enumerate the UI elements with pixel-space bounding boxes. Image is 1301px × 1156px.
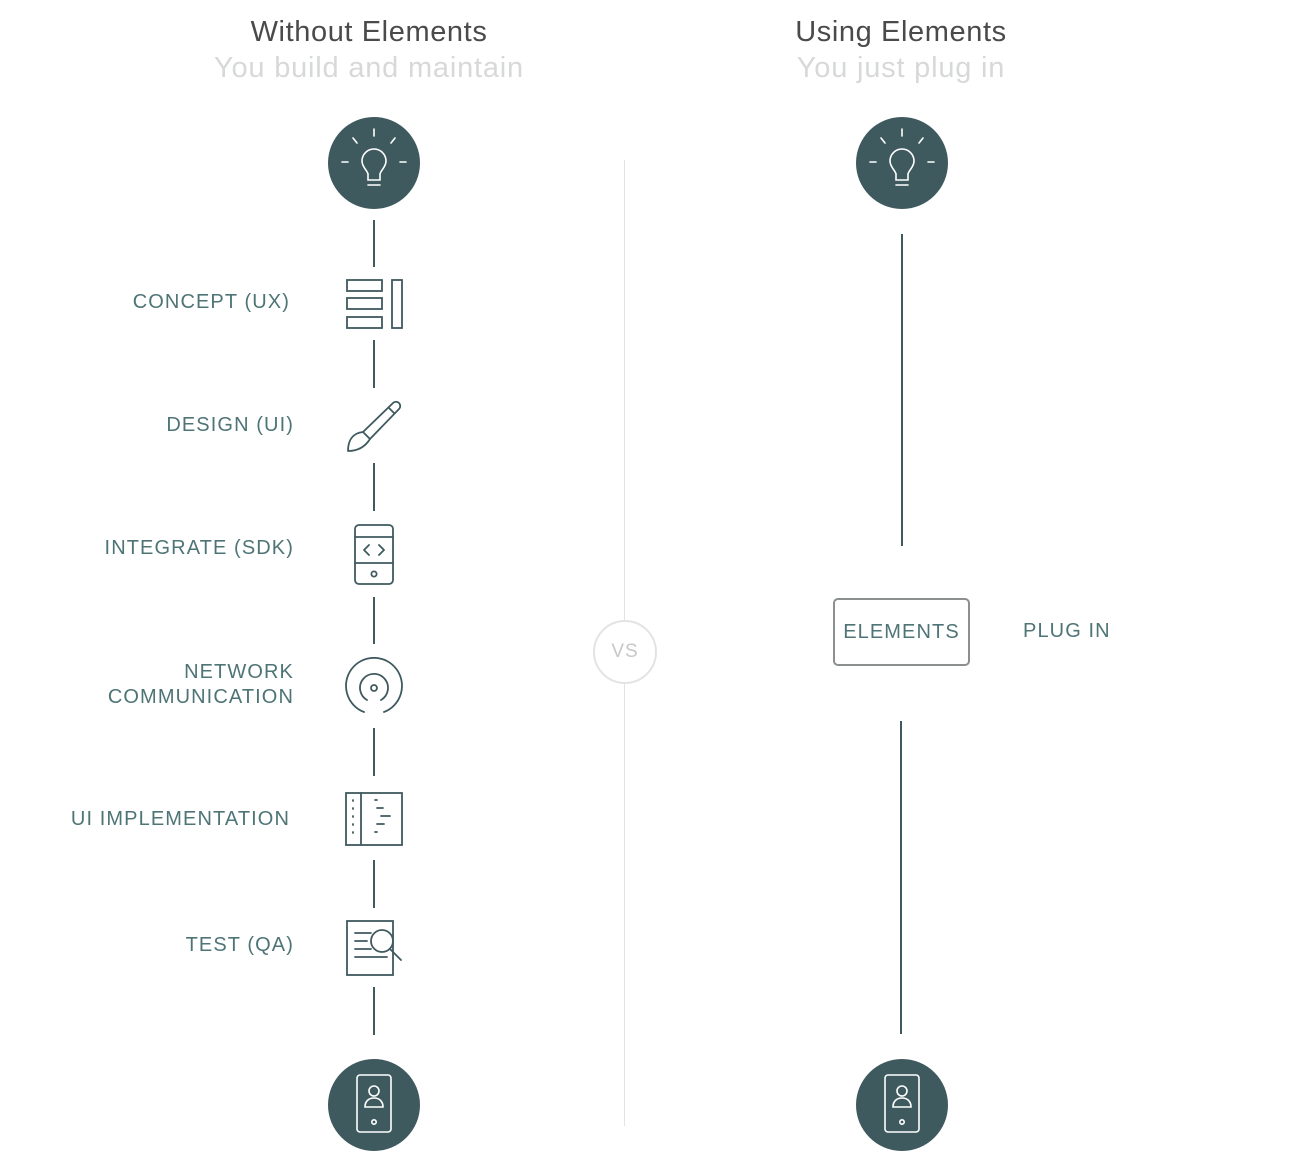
- left-column-title: Without Elements: [250, 16, 488, 48]
- step-label-ui-implementation: UI IMPLEMENTATION: [70, 808, 290, 830]
- right-column-title: Using Elements: [795, 16, 1007, 48]
- step-label-integrate: INTEGRATE (SDK): [104, 537, 294, 559]
- step-label-concept: CONCEPT (UX): [132, 291, 290, 313]
- paintbrush-icon: [347, 400, 402, 452]
- step-label-design: DESIGN (UI): [166, 414, 294, 436]
- left-end-circle: [328, 1059, 420, 1151]
- left-start-circle: [328, 117, 420, 209]
- phone-user-icon: [356, 1074, 392, 1133]
- lightbulb-icon: [869, 128, 935, 186]
- document-search-icon: [346, 920, 402, 976]
- left-column-subtitle: You build and maintain: [214, 52, 524, 84]
- elements-box: ELEMENTS: [833, 598, 970, 666]
- step-label-network: NETWORK COMMUNICATION: [107, 661, 294, 708]
- left-connector-3: [373, 463, 375, 511]
- right-connector-bottom: [900, 721, 902, 1034]
- center-divider-top: [624, 160, 625, 620]
- left-connector-7: [373, 987, 375, 1035]
- right-end-circle: [856, 1059, 948, 1151]
- left-connector-5: [373, 728, 375, 776]
- right-start-circle: [856, 117, 948, 209]
- left-connector-2: [373, 340, 375, 388]
- left-connector-1: [373, 220, 375, 267]
- left-connector-6: [373, 860, 375, 908]
- signal-icon: [345, 657, 403, 713]
- phone-code-icon: [354, 524, 394, 585]
- left-connector-4: [373, 597, 375, 644]
- phone-user-icon: [884, 1074, 920, 1133]
- right-column-subtitle: You just plug in: [796, 52, 1006, 84]
- code-panel-icon: [345, 792, 403, 846]
- center-divider-bottom: [624, 684, 625, 1126]
- plug-in-label: PLUG IN: [1023, 620, 1111, 642]
- lightbulb-icon: [341, 128, 407, 186]
- step-label-test: TEST (QA): [185, 934, 294, 956]
- right-connector-top: [901, 234, 903, 546]
- vs-badge: VS: [593, 620, 657, 684]
- wireframe-layout-icon: [346, 279, 403, 329]
